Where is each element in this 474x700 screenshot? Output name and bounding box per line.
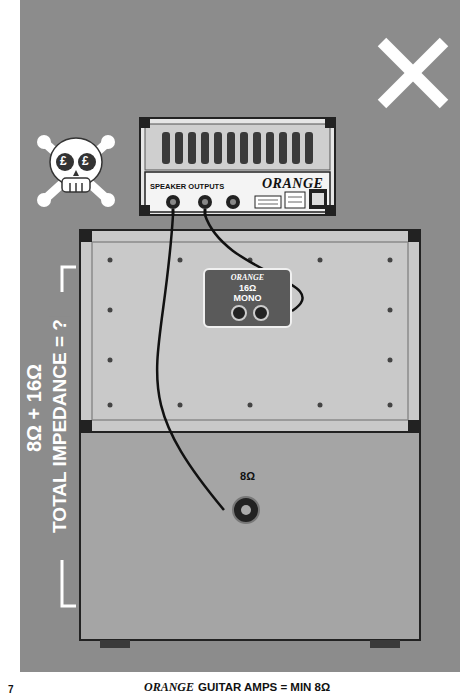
jack-hole (241, 505, 251, 515)
impedance-sum: 8Ω + 16Ω (23, 364, 46, 452)
impedance-question: TOTAL IMPEDANCE = ? (49, 317, 71, 535)
speaker-cable (157, 215, 224, 510)
jack-socket (254, 306, 268, 320)
panel-label: SPEAKER OUTPUTS (150, 182, 224, 191)
skull-eye-symbol: £ (60, 154, 67, 168)
cross-mark (382, 42, 444, 104)
cabinet-16ohm (80, 230, 420, 432)
jack-plate: ORANGE16Ω MONO (203, 268, 292, 328)
speaker-jack: 8Ω (224, 470, 271, 528)
brand-logo: ORANGE (262, 176, 323, 192)
background-panel (20, 0, 460, 672)
footer-note: GUITAR AMPS = MIN 8Ω (198, 681, 330, 693)
skull-eye-symbol: £ (82, 154, 89, 168)
amp-head (140, 118, 335, 215)
page-number: 7 (8, 684, 14, 695)
jack-socket (232, 306, 246, 320)
brand-logo: ORANGE (205, 273, 290, 283)
jack-socket (233, 497, 259, 523)
impedance-rating: 16Ω MONO (233, 283, 263, 303)
cabinet-8ohm (80, 432, 420, 648)
impedance-rating: 8Ω (224, 470, 271, 483)
brand-logo: ORANGE (144, 680, 194, 695)
skull-crossbones (37, 135, 115, 207)
amp-head-panel: ORANGE SPEAKER OUTPUTS (140, 118, 335, 215)
